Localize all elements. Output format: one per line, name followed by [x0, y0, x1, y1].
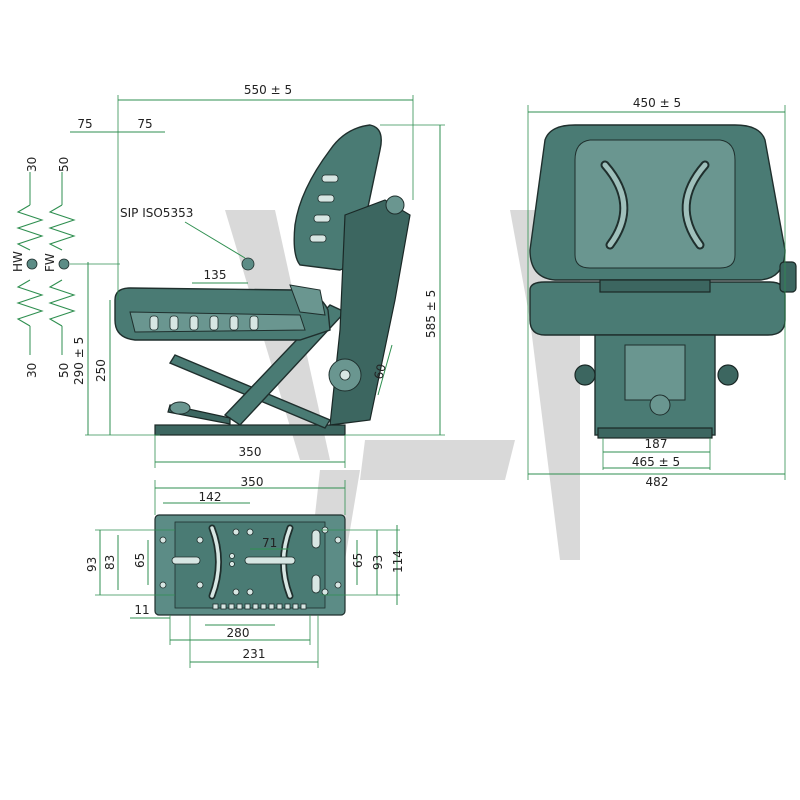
side-backrest-slots: [309, 174, 339, 243]
dim-fw-down: 50: [57, 363, 71, 378]
base-plate-view: [154, 514, 346, 616]
dim-280: 280: [227, 626, 250, 640]
sip-label: SIP ISO5353: [120, 206, 193, 220]
side-view: [114, 124, 411, 436]
side-knob: [385, 195, 405, 215]
dim-450: 450 ± 5: [633, 96, 681, 110]
base-plate-adjust-row: [212, 603, 307, 610]
plate-dimensions: 350 142 71 93 83 65 65 93 114 11 280: [85, 475, 405, 668]
dim-83: 83: [103, 555, 117, 570]
dim-350-plate: 350: [241, 475, 264, 489]
dim-585: 585 ± 5: [424, 290, 438, 338]
dim-114: 114: [391, 550, 405, 573]
sip-marker: [241, 257, 255, 271]
fw-spring: [48, 172, 76, 355]
hw-spring: [16, 172, 44, 355]
dim-350-side: 350: [239, 445, 262, 459]
dim-65-left: 65: [133, 553, 147, 568]
dim-60: 60: [371, 362, 388, 380]
dim-142: 142: [199, 490, 222, 504]
dim-93-left: 93: [85, 557, 99, 572]
dim-250: 250: [94, 359, 108, 382]
front-dimensions: 450 ± 5 187 465 ± 5 482: [527, 96, 786, 489]
dim-hw-down: 30: [25, 363, 39, 378]
hw-label: HW: [11, 251, 25, 272]
side-base-rail: [154, 424, 346, 436]
front-view: [529, 124, 797, 439]
dim-93-right: 93: [371, 555, 385, 570]
front-knob-left: [574, 364, 596, 386]
watermark-logo: [225, 210, 580, 560]
dim-75-b: 75: [137, 117, 152, 131]
side-dimensions: 550 ± 5 75 75 SIP ISO5353 135 30 30 5: [11, 83, 445, 468]
dim-75-a: 75: [77, 117, 92, 131]
dim-550: 550 ± 5: [244, 83, 292, 97]
dim-482: 482: [646, 475, 669, 489]
dim-hw-up: 30: [25, 157, 39, 172]
dim-fw-up: 50: [57, 157, 71, 172]
dim-290: 290 ± 5: [72, 337, 86, 385]
dim-65-right: 65: [351, 553, 365, 568]
fw-label: FW: [43, 253, 57, 272]
side-cushion-slots: [149, 315, 259, 331]
dim-71: 71: [262, 536, 277, 550]
dim-231: 231: [243, 647, 266, 661]
dim-187: 187: [645, 437, 668, 451]
front-knob-right: [717, 364, 739, 386]
dim-465: 465 ± 5: [632, 455, 680, 469]
dim-135: 135: [204, 268, 227, 282]
dim-11: 11: [134, 603, 149, 617]
